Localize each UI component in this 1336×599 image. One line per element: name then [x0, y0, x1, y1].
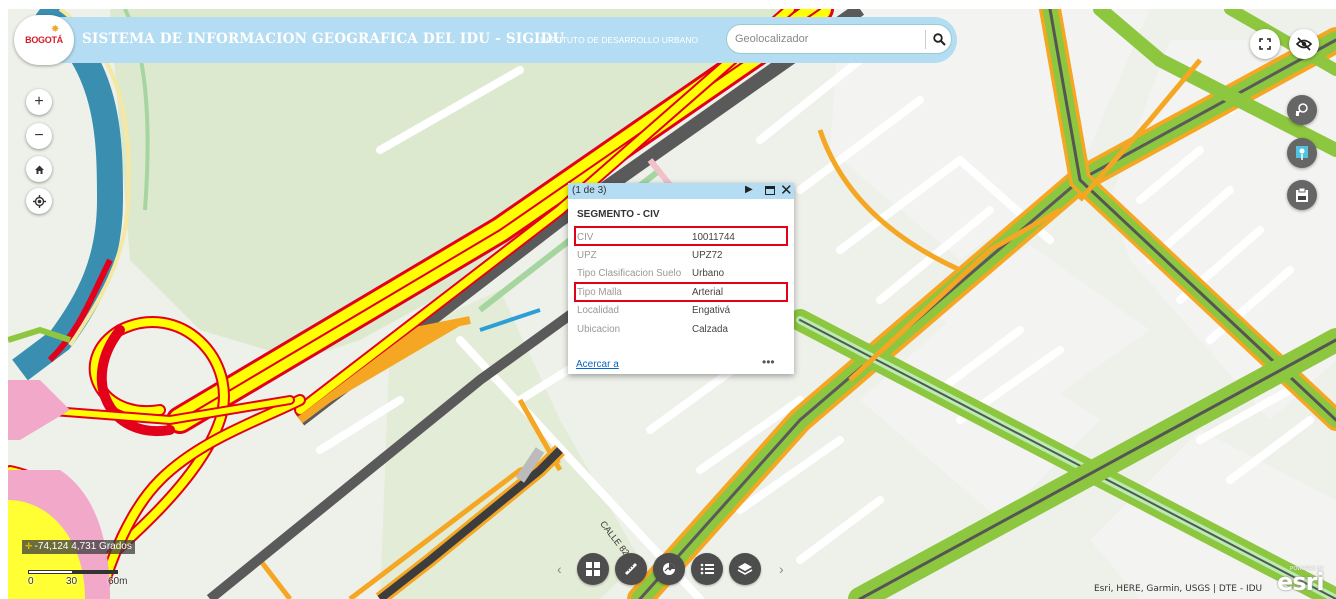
scale-segment — [73, 570, 118, 574]
plus-icon: + — [34, 93, 44, 110]
search-divider — [925, 30, 926, 49]
minus-icon: − — [34, 127, 44, 144]
popup-count: (1 de 3) — [572, 185, 607, 196]
attr-key: Localidad — [577, 305, 619, 316]
scale-label: 60m — [108, 576, 128, 587]
basemap-gallery-button[interactable] — [577, 553, 609, 585]
powered-by-label: POWERED BY — [1290, 566, 1324, 572]
app-title: SISTEMA DE INFORMACION GEOGRAFICA DEL ID… — [82, 31, 565, 47]
search-input[interactable] — [735, 29, 915, 49]
highlight-box-civ — [574, 226, 788, 246]
chart-tool-icon — [663, 563, 675, 575]
attr-row-tipo-malla: Tipo Malla Arterial — [577, 283, 792, 301]
fullscreen-icon — [1259, 38, 1271, 50]
analysis-button[interactable] — [653, 553, 685, 585]
logo-text: BOGOTÁ — [25, 35, 63, 45]
locate-icon — [32, 194, 46, 208]
prev-arrow-icon[interactable]: ‹ — [557, 561, 562, 577]
zoom-in-button[interactable]: + — [26, 89, 52, 115]
attr-value: 10011744 — [692, 232, 735, 243]
scale-label: 30 — [66, 576, 78, 587]
fullscreen-button[interactable] — [1250, 29, 1280, 59]
attr-key: CIV — [577, 232, 594, 243]
next-arrow-icon[interactable]: › — [779, 561, 784, 577]
attr-value: Engativá — [692, 305, 731, 316]
attr-key: Tipo Clasificacion Suelo — [577, 268, 682, 279]
home-icon — [34, 165, 44, 174]
highlight-box-tipo-malla — [574, 282, 788, 302]
search-person-icon — [1295, 103, 1308, 116]
measure-button[interactable] — [615, 553, 647, 585]
layers-icon — [737, 563, 753, 575]
popup-title: SEGMENTO - CIV — [577, 209, 660, 220]
attr-row-upz: UPZ UPZ72 — [577, 246, 792, 264]
attr-row-localidad: Localidad Engativá — [577, 301, 792, 319]
app-subtitle: INSTITUTO DE DESARROLLO URBANO — [540, 35, 699, 45]
app-header: BOGOTÁ ✸ SISTEMA DE INFORMACION GEOGRAFI… — [14, 15, 957, 65]
eye-slash-icon — [1296, 37, 1312, 51]
attr-row-civ: CIV 10011744 — [577, 228, 792, 246]
grid-icon — [586, 562, 600, 576]
popup-close-icon[interactable]: ✕ — [780, 182, 793, 199]
home-button[interactable] — [26, 156, 52, 182]
scale-bar — [28, 570, 123, 576]
attr-row-ubicacion: Ubicacion Calzada — [577, 320, 792, 338]
search-icon — [932, 32, 946, 46]
layers-button[interactable] — [729, 553, 761, 585]
locate-button[interactable] — [26, 188, 52, 214]
logo-star-icon: ✸ — [51, 24, 60, 35]
geolocator-search — [726, 24, 952, 54]
print-tool[interactable] — [1287, 180, 1317, 210]
coordinates-display[interactable]: ✛-74,124 4,731 Grados — [22, 540, 135, 554]
clipboard-icon — [1296, 187, 1308, 202]
hide-button[interactable] — [1289, 29, 1319, 59]
search-button[interactable] — [927, 28, 951, 50]
attr-key: Tipo Malla — [577, 287, 622, 298]
attr-key: Ubicacion — [577, 324, 621, 335]
list-icon — [700, 563, 714, 575]
coordinates-text: -74,124 4,731 Grados — [34, 541, 132, 552]
popup-maximize-icon[interactable] — [765, 186, 775, 195]
identify-tool[interactable] — [1287, 95, 1317, 125]
map-pin-icon — [1296, 146, 1308, 160]
list-button[interactable] — [691, 553, 723, 585]
map-attribution: Esri, HERE, Garmin, USGS | DTE - IDU — [1094, 584, 1263, 594]
popup-next-icon[interactable]: ▶ — [745, 184, 753, 195]
crosshair-icon: ✛ — [25, 541, 33, 551]
scale-label: 0 — [28, 576, 34, 587]
attr-row-tipo-clasificacion: Tipo Clasificacion Suelo Urbano — [577, 264, 792, 282]
ruler-icon — [625, 563, 637, 575]
zoom-out-button[interactable]: − — [26, 123, 52, 149]
esri-logo[interactable]: esri — [1277, 568, 1325, 596]
location-tool[interactable] — [1287, 138, 1317, 168]
bogota-logo[interactable]: BOGOTÁ ✸ — [14, 15, 74, 65]
attr-value: Arterial — [692, 287, 724, 298]
attr-value: UPZ72 — [692, 250, 723, 261]
attr-value: Calzada — [692, 324, 728, 335]
popup-header: (1 de 3) ▶ ✕ — [568, 182, 794, 199]
zoom-to-link[interactable]: Acercar a — [576, 359, 619, 370]
attr-value: Urbano — [692, 268, 725, 279]
attr-key: UPZ — [577, 250, 597, 261]
more-options-icon[interactable]: ••• — [762, 355, 775, 369]
feature-popup: (1 de 3) ▶ ✕ SEGMENTO - CIV CIV 10011744… — [568, 182, 794, 374]
scale-segment — [28, 570, 73, 574]
